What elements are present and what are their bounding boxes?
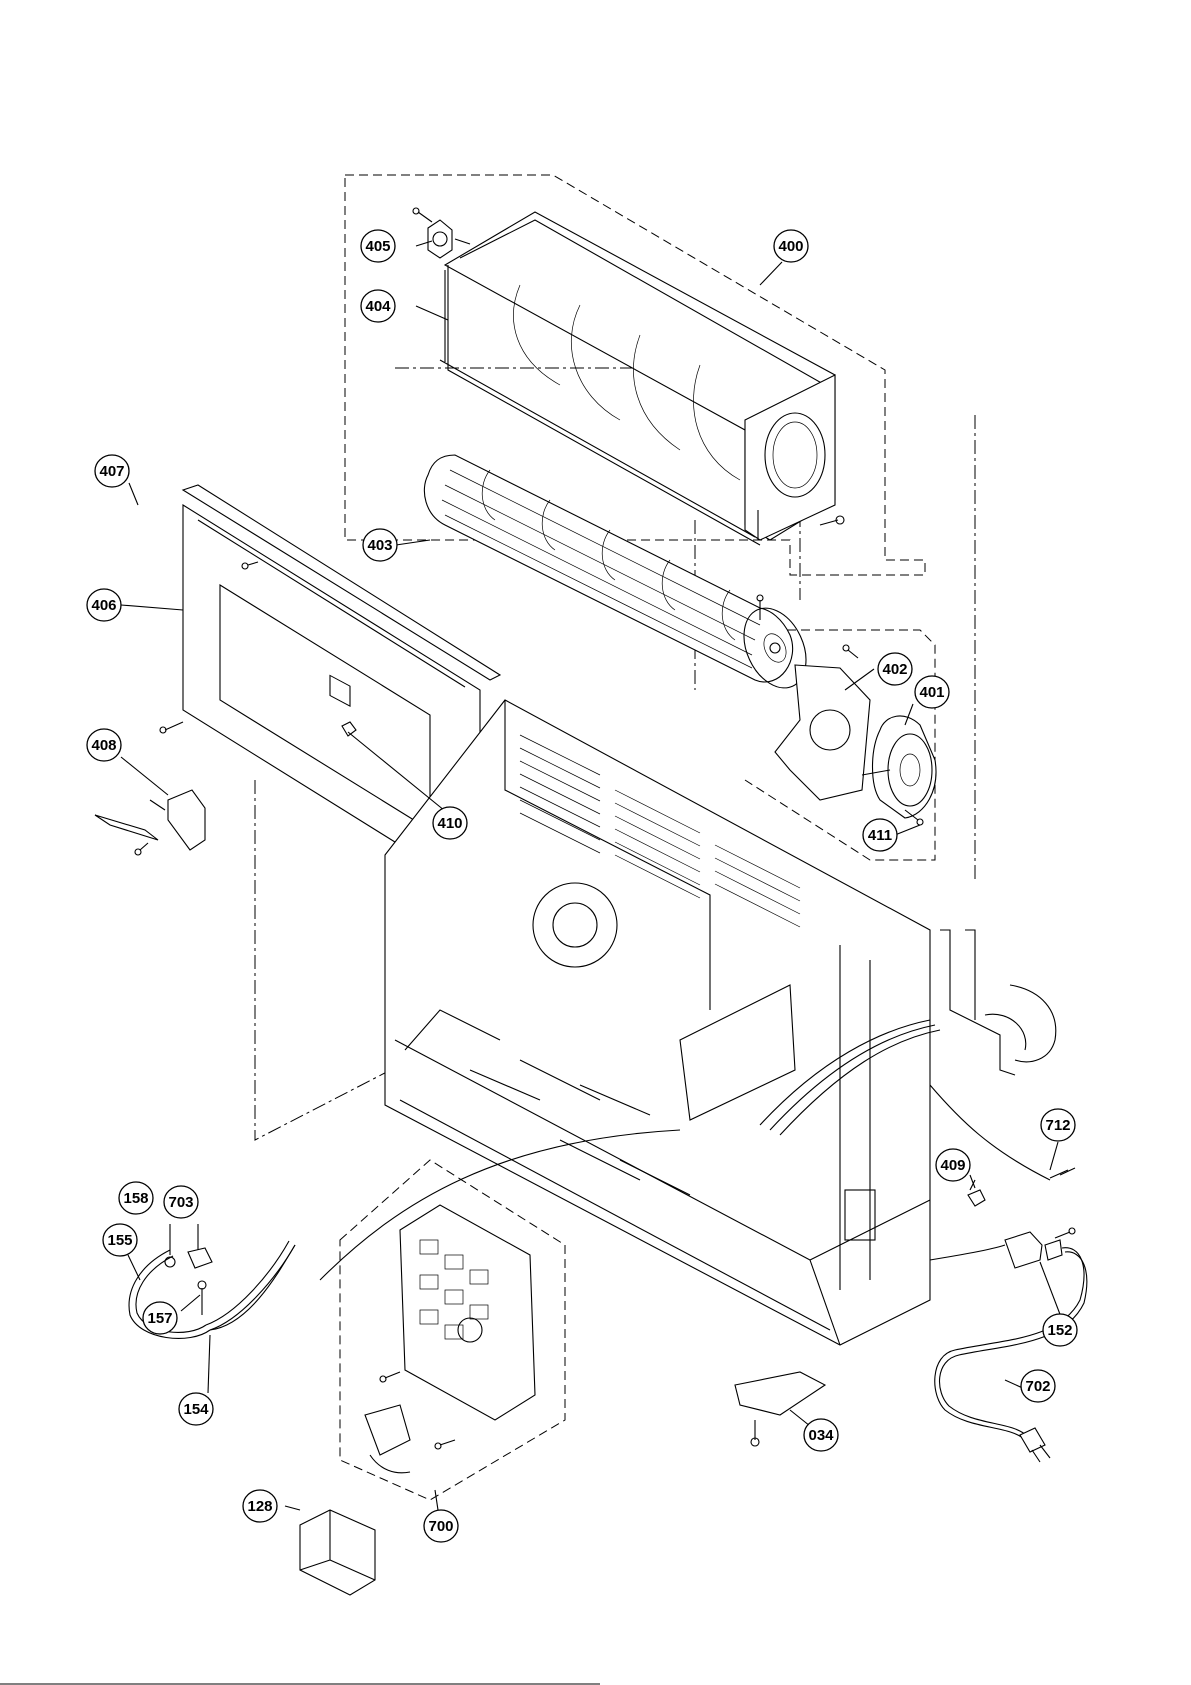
callout-404: 404 xyxy=(361,290,395,322)
svg-text:158: 158 xyxy=(123,1190,148,1207)
callout-411: 411 xyxy=(863,819,897,851)
svg-text:128: 128 xyxy=(247,1498,272,1515)
callout-702: 702 xyxy=(1021,1370,1055,1402)
svg-text:155: 155 xyxy=(107,1232,132,1249)
bracket-408 xyxy=(95,790,205,855)
svg-text:406: 406 xyxy=(91,597,116,614)
callout-410: 410 xyxy=(433,807,467,839)
callout-400: 400 xyxy=(774,230,808,262)
svg-text:034: 034 xyxy=(808,1427,834,1444)
callout-408: 408 xyxy=(87,729,121,761)
callout-406: 406 xyxy=(87,589,121,621)
cover-128 xyxy=(300,1510,375,1595)
svg-text:402: 402 xyxy=(882,661,907,678)
callout-712: 712 xyxy=(1041,1109,1075,1141)
svg-text:408: 408 xyxy=(91,737,116,754)
callout-128: 128 xyxy=(243,1490,277,1522)
svg-text:152: 152 xyxy=(1047,1322,1072,1339)
svg-text:401: 401 xyxy=(919,684,944,701)
callout-407: 407 xyxy=(95,455,129,487)
callout-155: 155 xyxy=(103,1224,137,1256)
svg-text:410: 410 xyxy=(437,815,462,832)
callout-154: 154 xyxy=(179,1393,213,1425)
svg-text:403: 403 xyxy=(367,537,392,554)
svg-text:405: 405 xyxy=(365,238,390,255)
svg-text:404: 404 xyxy=(365,298,391,315)
svg-text:703: 703 xyxy=(168,1194,193,1211)
callout-034: 034 xyxy=(804,1419,838,1451)
bearing-holder xyxy=(413,208,470,258)
svg-text:409: 409 xyxy=(940,1157,965,1174)
svg-text:154: 154 xyxy=(183,1401,209,1418)
callout-703: 703 xyxy=(164,1186,198,1218)
callout-152: 152 xyxy=(1043,1314,1077,1346)
svg-text:407: 407 xyxy=(99,463,124,480)
callout-700: 700 xyxy=(424,1510,458,1542)
callout-409: 409 xyxy=(936,1149,970,1181)
svg-text:712: 712 xyxy=(1045,1117,1070,1134)
callout-158: 158 xyxy=(119,1182,153,1214)
callout-402: 402 xyxy=(878,653,912,685)
control-box xyxy=(365,1205,535,1473)
svg-text:411: 411 xyxy=(868,827,892,844)
svg-text:157: 157 xyxy=(147,1310,172,1327)
svg-text:400: 400 xyxy=(778,238,803,255)
callout-403: 403 xyxy=(363,529,397,561)
callout-157: 157 xyxy=(143,1302,177,1334)
svg-text:700: 700 xyxy=(428,1518,453,1535)
callout-405: 405 xyxy=(361,230,395,262)
clamp-409 xyxy=(968,1180,985,1206)
svg-text:702: 702 xyxy=(1025,1378,1050,1395)
callout-401: 401 xyxy=(915,676,949,708)
